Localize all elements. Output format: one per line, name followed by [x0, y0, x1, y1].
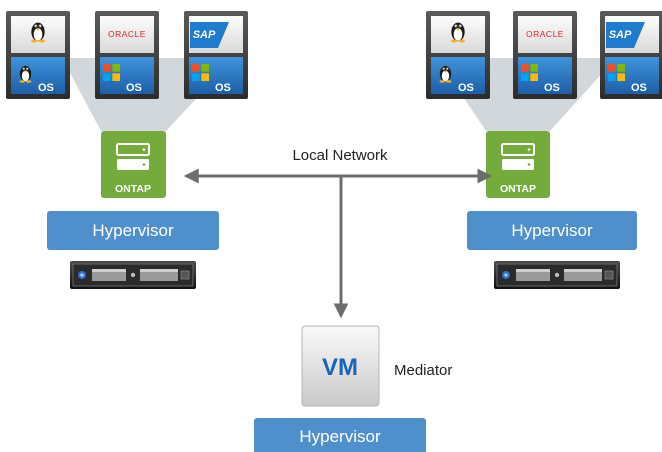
right-column-oracle: ORACLE OS [513, 11, 577, 99]
mediator-vm: VM [301, 325, 380, 407]
sap-logo: SAP [609, 29, 632, 41]
sap-logo-shape [606, 22, 645, 48]
left-column-sap: SAP OS [184, 11, 248, 99]
vm-label: VM [322, 354, 358, 381]
hypervisor-label: Hypervisor [511, 221, 593, 240]
left-column-oracle: ORACLE OS [95, 11, 159, 99]
left-app-stack: OS ORACLE OS SAP OS [6, 11, 248, 99]
oracle-logo: ORACLE [108, 29, 146, 39]
right-hypervisor: Hypervisor [467, 211, 637, 250]
os-label: OS [631, 82, 647, 94]
mediator-label: Mediator [394, 362, 452, 379]
right-app-stack: OS ORACLE OS SAP OS [426, 11, 662, 99]
os-label: OS [215, 82, 231, 94]
local-network-label: Local Network [292, 147, 388, 164]
right-ontap-node: ONTAP [486, 131, 550, 198]
right-column-linux: OS [426, 11, 490, 99]
os-label: OS [458, 82, 474, 94]
ontap-label: ONTAP [115, 183, 151, 195]
hypervisor-label: Hypervisor [92, 221, 174, 240]
left-ontap-node: ONTAP [101, 131, 166, 198]
sap-logo-shape [190, 22, 229, 48]
oracle-logo: ORACLE [526, 29, 564, 39]
right-server-rack-icon [494, 261, 620, 289]
os-label: OS [126, 82, 142, 94]
right-column-sap: SAP OS [600, 11, 662, 99]
hypervisor-label: Hypervisor [299, 427, 381, 446]
ontap-label: ONTAP [500, 183, 536, 195]
os-label: OS [38, 82, 54, 94]
sap-logo: SAP [193, 29, 216, 41]
mediator-hypervisor: Hypervisor [254, 418, 426, 452]
left-hypervisor: Hypervisor [47, 211, 219, 250]
left-column-linux: OS [6, 11, 70, 99]
os-label: OS [544, 82, 560, 94]
left-server-rack-icon [70, 261, 196, 289]
